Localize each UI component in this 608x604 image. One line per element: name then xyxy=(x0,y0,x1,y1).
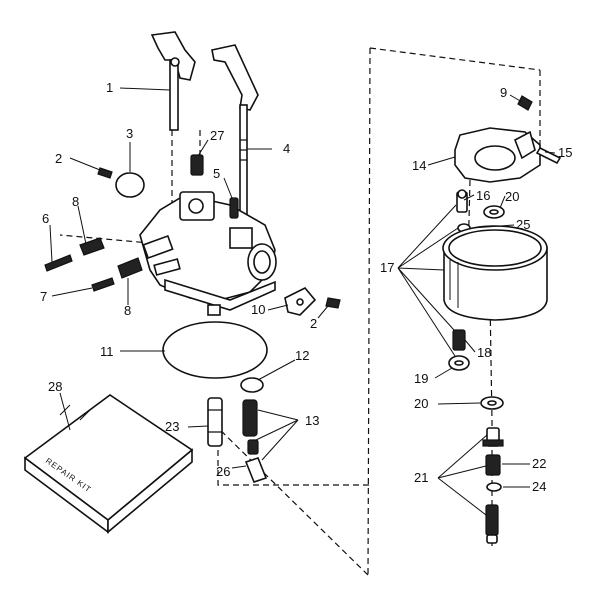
float-pin-part xyxy=(244,457,268,483)
callout-11: 11 xyxy=(100,344,114,359)
needle-screw-part xyxy=(44,254,73,272)
leader-lines xyxy=(49,87,556,516)
idle-spring-part xyxy=(190,154,204,176)
callout-12: 12 xyxy=(295,348,309,363)
callout-20-lower: 20 xyxy=(414,396,428,411)
bowl-gasket-part xyxy=(162,321,268,379)
callout-18: 18 xyxy=(477,345,491,360)
callout-1: 1 xyxy=(106,80,113,95)
bowl-spring-part xyxy=(452,329,466,351)
callout-8-lower: 8 xyxy=(124,303,131,318)
callout-25: 25 xyxy=(516,217,530,232)
drain-spring-part xyxy=(485,454,501,476)
bracket-screw-part xyxy=(325,297,341,309)
callout-14: 14 xyxy=(412,158,426,173)
plate-screw-part xyxy=(97,167,113,179)
needle-spring-lower-part xyxy=(117,257,143,279)
callout-5: 5 xyxy=(213,166,220,181)
bowl-washer-lower-part xyxy=(480,396,504,410)
float-hinge-pin-part xyxy=(535,146,562,165)
callout-7: 7 xyxy=(40,289,47,304)
callout-2-lower: 2 xyxy=(310,316,317,331)
callout-22: 22 xyxy=(532,456,546,471)
idle-adjust-screw-part xyxy=(91,277,115,292)
callout-10: 10 xyxy=(251,302,265,317)
nozzle-gasket-part xyxy=(240,377,264,393)
callout-17: 17 xyxy=(380,260,394,275)
float-part xyxy=(454,127,541,183)
main-nozzle-part xyxy=(207,397,223,447)
callout-9: 9 xyxy=(500,85,507,100)
callout-8-upper: 8 xyxy=(72,194,79,209)
callout-16: 16 xyxy=(476,188,490,203)
bowl-nut-part xyxy=(448,355,470,371)
needle-spring-upper-part xyxy=(79,237,105,256)
callout-20-upper: 20 xyxy=(505,189,519,204)
callout-24: 24 xyxy=(532,479,546,494)
float-pivot-screw-part xyxy=(517,95,533,111)
repair-kit-box: REPAIR KIT xyxy=(23,394,194,534)
drain-stem-part xyxy=(485,504,499,544)
jet-assembly-part xyxy=(242,399,259,455)
callout-labels: 1 2 3 27 4 5 6 8 7 8 10 2 11 12 13 23 26… xyxy=(40,80,572,494)
callout-6: 6 xyxy=(42,211,49,226)
callout-21: 21 xyxy=(414,470,428,485)
inlet-needle-part xyxy=(456,189,468,213)
throttle-lever-part xyxy=(150,31,196,131)
drain-valve-upper-part xyxy=(482,427,504,447)
callout-28: 28 xyxy=(48,379,62,394)
callout-13: 13 xyxy=(305,413,319,428)
callout-26: 26 xyxy=(216,464,230,479)
callout-4: 4 xyxy=(283,141,290,156)
callout-15: 15 xyxy=(558,145,572,160)
carburetor-body-part xyxy=(139,191,277,316)
callout-27: 27 xyxy=(210,128,224,143)
callout-19: 19 xyxy=(414,371,428,386)
idle-screw-part xyxy=(229,197,239,219)
throttle-plate-part xyxy=(115,172,145,198)
bowl-washer-upper-part xyxy=(483,205,505,219)
drain-seal-part xyxy=(486,482,502,492)
choke-bracket-part xyxy=(284,287,317,316)
callout-3: 3 xyxy=(126,126,133,141)
float-bowl-part xyxy=(442,225,548,321)
callout-23: 23 xyxy=(165,419,179,434)
callout-2: 2 xyxy=(55,151,62,166)
